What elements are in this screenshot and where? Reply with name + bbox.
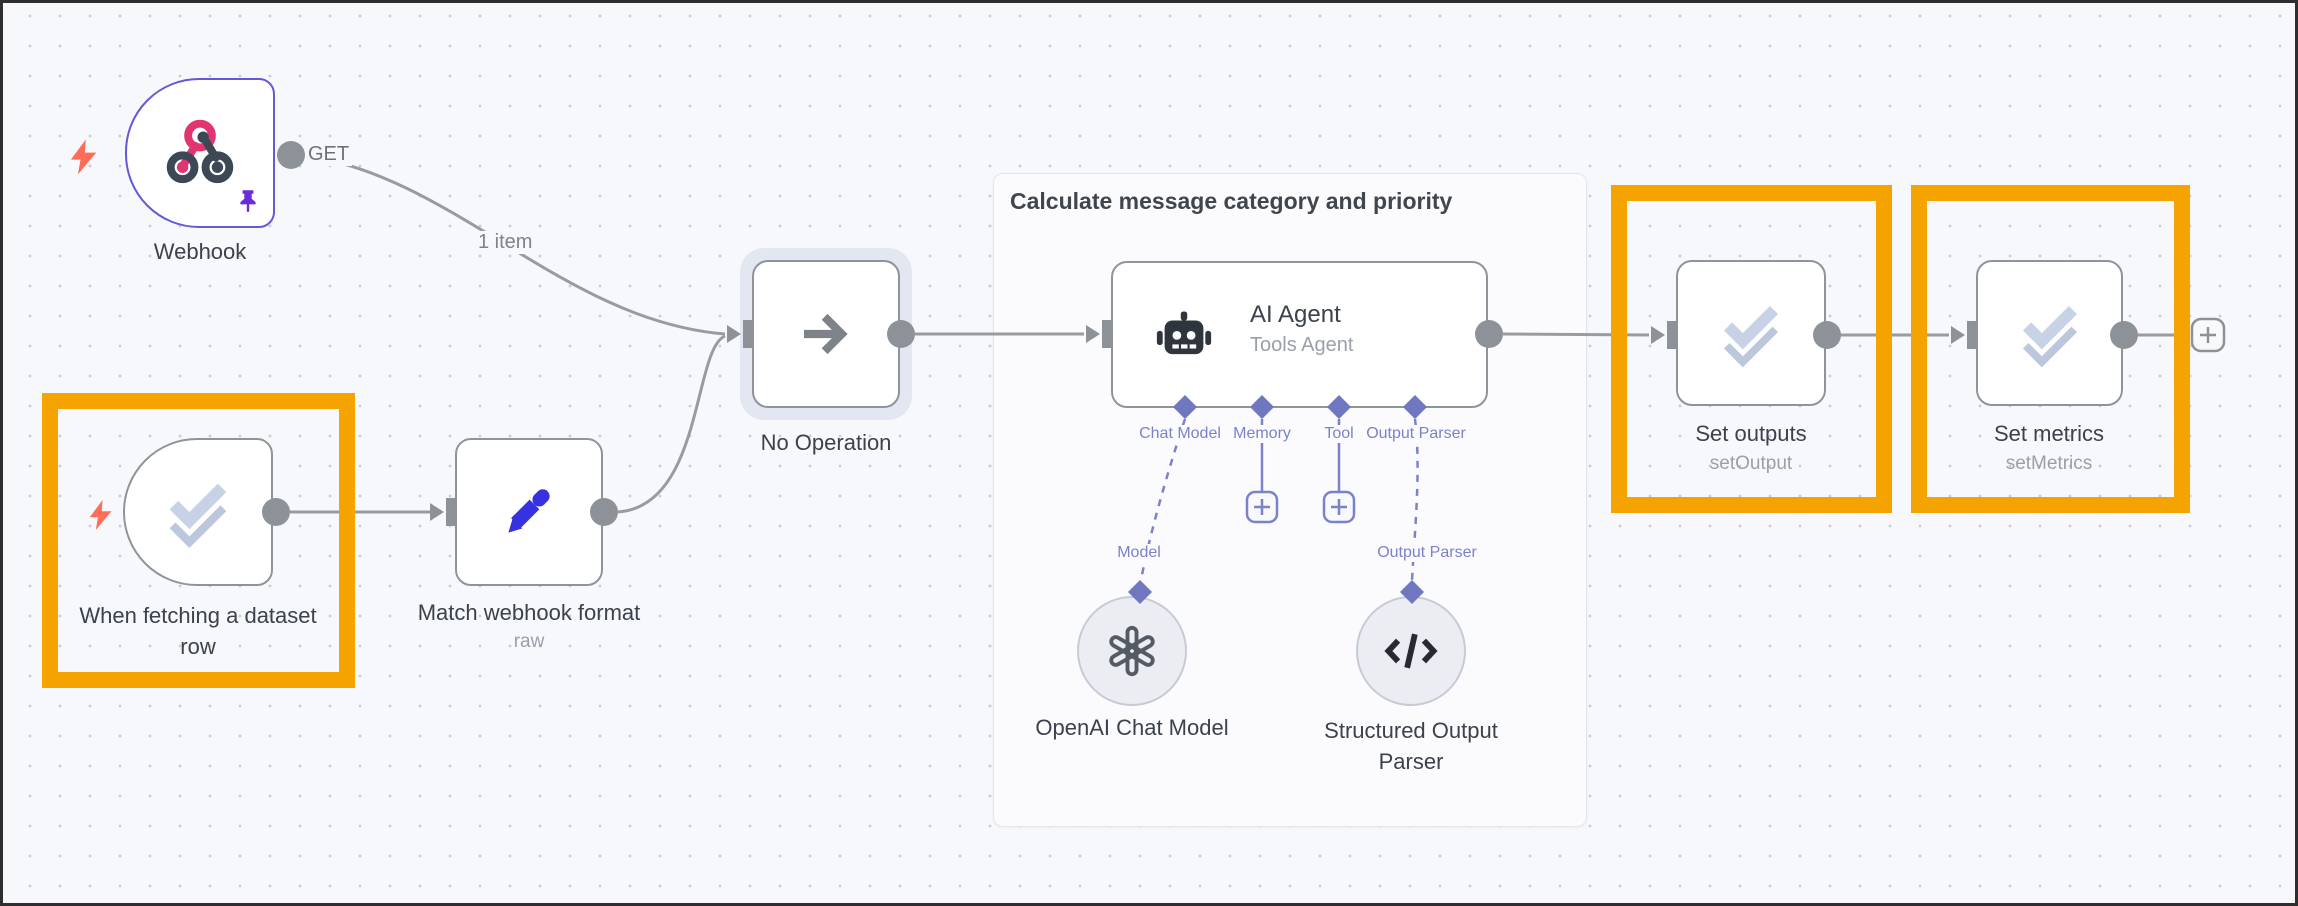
port-output-webhook[interactable] xyxy=(277,141,305,169)
node-label-set-outputs: Set outputs xyxy=(1695,421,1807,446)
webhook-method-label: GET xyxy=(305,143,353,166)
double-check-icon xyxy=(1720,302,1782,368)
connector-label-model: Model xyxy=(1116,544,1162,562)
group-title: Calculate message category and priority xyxy=(1010,188,1453,214)
connector-label-tool: Tool xyxy=(1323,425,1355,443)
edge-match-to-noop[interactable] xyxy=(617,334,726,514)
node-label-webhook: Webhook xyxy=(153,239,247,264)
double-check-icon xyxy=(2019,302,2080,368)
node-set-metrics[interactable] xyxy=(1976,260,2123,406)
double-check-icon xyxy=(166,480,230,549)
items-count-label: 1 item xyxy=(475,231,536,254)
trigger-bolt-icon xyxy=(83,494,119,541)
node-match-webhook-format[interactable] xyxy=(455,438,603,586)
connector-label-output-parser: Output Parser xyxy=(1365,425,1467,443)
node-label-ai-agent: AI Agent xyxy=(1250,301,1341,328)
pinned-pin-icon xyxy=(235,187,261,218)
node-openai-chat-model[interactable] xyxy=(1077,596,1187,706)
node-sublabel-match-format: raw xyxy=(513,631,545,652)
arrow-right-icon xyxy=(804,313,848,355)
node-set-outputs[interactable] xyxy=(1676,260,1826,406)
connector-label-output-parser-sub: Output Parser xyxy=(1376,544,1478,562)
code-icon xyxy=(1384,633,1438,669)
connector-label-memory: Memory xyxy=(1232,425,1292,443)
node-no-operation[interactable] xyxy=(752,260,900,408)
node-structured-output-parser[interactable] xyxy=(1356,596,1466,706)
node-sublabel-set-outputs: setOutput xyxy=(1709,453,1793,474)
webhook-icon xyxy=(166,119,234,184)
node-sublabel-set-metrics: setMetrics xyxy=(2005,453,2093,474)
node-label-output-parser: Structured Output Parser xyxy=(1324,718,1498,774)
edit-pencil-icon xyxy=(508,489,550,533)
node-sublabel-ai-agent: Tools Agent xyxy=(1250,334,1354,356)
highlight-box-set-metrics xyxy=(1911,185,2190,513)
highlight-box-dataset-trigger xyxy=(42,393,355,688)
connector-label-chat-model: Chat Model xyxy=(1138,425,1222,443)
node-label-dataset-trigger: When fetching a dataset row xyxy=(79,603,317,659)
node-label-match-format: Match webhook format xyxy=(417,600,641,625)
highlight-box-set-outputs xyxy=(1611,185,1892,513)
trigger-bolt-icon xyxy=(63,133,105,186)
openai-logo-icon xyxy=(1109,625,1155,677)
node-webhook[interactable] xyxy=(125,78,275,228)
robot-icon xyxy=(1156,311,1212,355)
node-dataset-trigger[interactable] xyxy=(123,438,273,586)
node-label-openai-model: OpenAI Chat Model xyxy=(1035,715,1229,740)
add-node-button[interactable] xyxy=(2190,317,2226,353)
plus-icon xyxy=(2200,327,2216,343)
node-label-no-operation: No Operation xyxy=(760,430,892,455)
node-ai-agent[interactable] xyxy=(1111,261,1488,408)
node-label-set-metrics: Set metrics xyxy=(1993,421,2105,446)
